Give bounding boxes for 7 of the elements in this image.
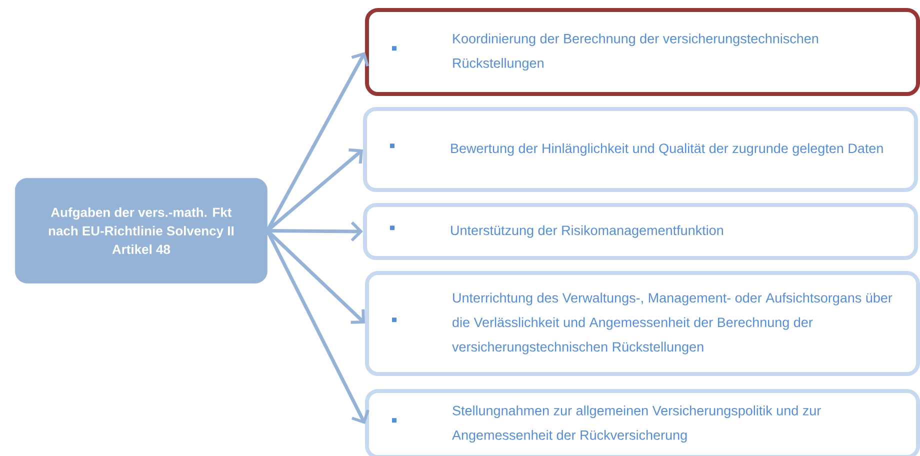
- task-box: Stellungnahmen zur allgemeinen Versicherungspolitik und zur Angemessenheit der Rückversicherung: [365, 389, 920, 456]
- task-box: Koordinierung der Berechnung der versicherungstechnischen Rückstellungen: [365, 8, 920, 96]
- task-box: Unterrichtung des Verwaltungs-, Management- oder Aufsichtsorgans über die Verlässlichkeit und Angemessenheit der Berechnung der versicherungstechnischen Rückstellungen: [365, 271, 920, 376]
- task-box: Bewertung der Hinlänglichkeit und Qualität der zugrunde gelegten Daten: [363, 107, 918, 192]
- task-box: Unterstützung der Risikomanagementfunktion: [363, 203, 918, 260]
- topic-box: Aufgaben der vers.-math. Fkt nach EU-Richtlinie Solvency II Artikel 48: [15, 178, 268, 284]
- arrow: [267, 221, 363, 242]
